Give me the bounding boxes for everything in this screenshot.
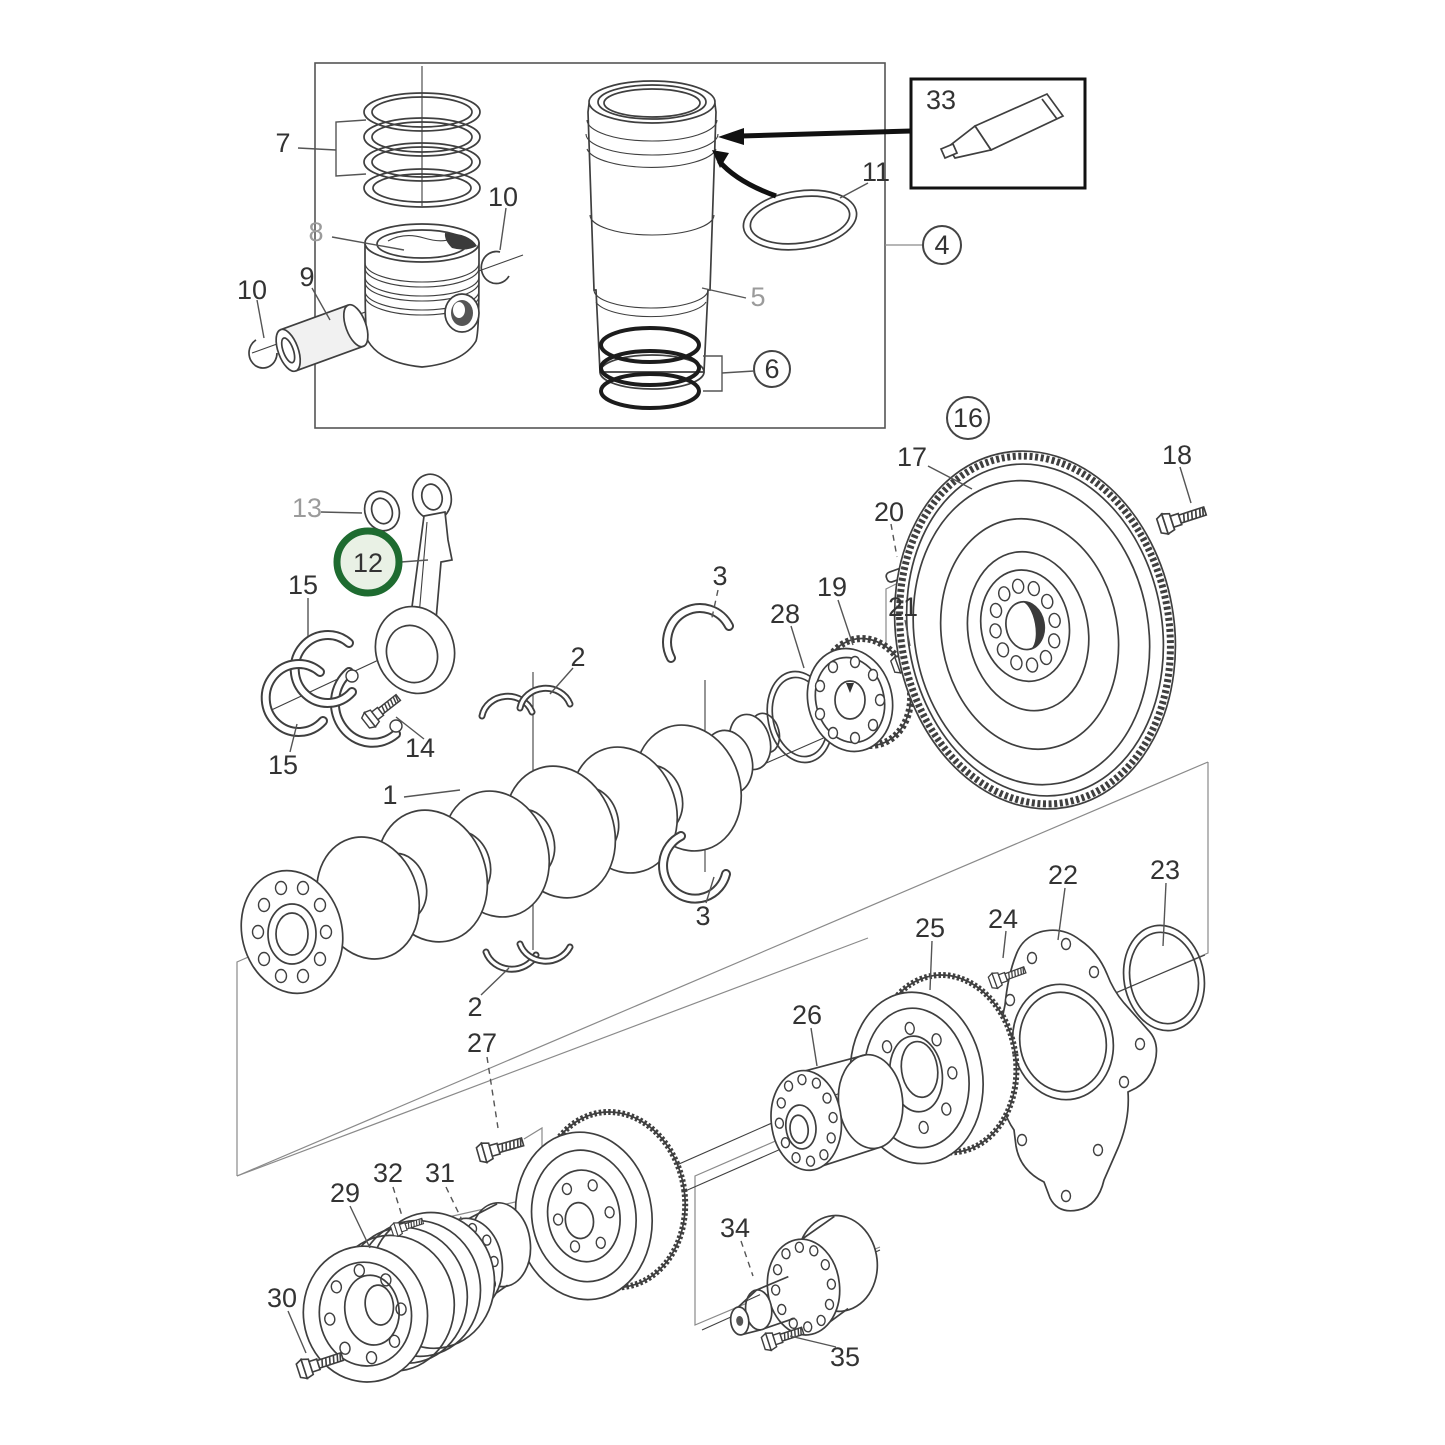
thrust-washers-upper: [478, 684, 574, 720]
part-label-22: 22: [1048, 860, 1078, 890]
belt-pulley: [302, 1211, 496, 1383]
part-label-10-left: 10: [237, 275, 267, 305]
part-label-20: 20: [874, 497, 904, 527]
circlip-right: [480, 250, 510, 285]
flywheel-bolt-holes: [989, 578, 1061, 673]
small-end-bushing: [363, 490, 401, 532]
damper-pulley: [514, 1108, 689, 1301]
part-label-35: 35: [830, 1342, 860, 1372]
part-label-2-bottom: 2: [467, 992, 482, 1022]
callout-circle-4: [922, 225, 962, 265]
circlip-left: [248, 339, 278, 369]
main-shells-upper: [662, 603, 734, 663]
part-label-19: 19: [817, 572, 847, 602]
part-label-4: 4: [934, 230, 949, 260]
part-label-9: 9: [299, 262, 314, 292]
part-label-5: 5: [750, 282, 765, 312]
main-shells-lower: [658, 831, 731, 904]
part-label-6: 6: [764, 354, 779, 384]
leader-lines: [256, 119, 1192, 1354]
sealant-apply-arrows: [712, 128, 912, 199]
part-label-29: 29: [330, 1178, 360, 1208]
part-label-1: 1: [382, 780, 397, 810]
part-label-8: 8: [308, 217, 323, 247]
part-label-15-bottom: 15: [268, 750, 298, 780]
part-label-34: 34: [720, 1213, 750, 1243]
part-label-25: 25: [915, 913, 945, 943]
flywheel-bolt: [1154, 500, 1210, 537]
part-labels: 7 8 10 9 10 11 5 6 33 4 16 17 18 20 21 1…: [237, 85, 1192, 1372]
part-label-11: 11: [862, 157, 890, 187]
part-label-12[interactable]: 12: [353, 548, 383, 578]
rear-seal-ring: [1122, 924, 1206, 1032]
callout-circle-6: [753, 350, 791, 388]
part-label-16: 16: [953, 403, 983, 433]
piston-pin: [275, 303, 369, 373]
callout-circle-16: [946, 396, 990, 440]
crank-gear: [806, 635, 915, 753]
part-label-31: 31: [425, 1158, 455, 1188]
part-label-32: 32: [373, 1158, 403, 1188]
cylinder-liner: [585, 80, 719, 390]
bigend-bearing-shells: [260, 629, 357, 737]
flywheel: [893, 450, 1177, 810]
liner-oring: [742, 189, 858, 251]
thrust-washers-lower: [482, 940, 574, 973]
part-label-33: 33: [926, 85, 956, 115]
piston: [364, 223, 480, 368]
part-label-13: 13: [292, 493, 322, 523]
crank-flange-holes: [251, 880, 333, 984]
part-label-26: 26: [792, 1000, 822, 1030]
part-label-2-top: 2: [570, 642, 585, 672]
piston-ring-set: [363, 92, 481, 208]
part-label-24: 24: [988, 904, 1018, 934]
connecting-rod: [329, 473, 456, 748]
highlighted-callout-12[interactable]: [333, 527, 403, 597]
part-label-17: 17: [897, 442, 927, 472]
part-label-18: 18: [1162, 440, 1192, 470]
part-label-23: 23: [1150, 855, 1180, 885]
adapter-hub: [729, 1214, 879, 1336]
part-label-27: 27: [467, 1028, 497, 1058]
liner-seal-rings: [599, 326, 701, 410]
part-label-28: 28: [770, 599, 800, 629]
part-label-7: 7: [275, 128, 290, 158]
damper-bolt: [474, 1131, 527, 1165]
part-label-30: 30: [267, 1283, 297, 1313]
part-label-3-bottom: 3: [695, 901, 710, 931]
damper-hub: [770, 1053, 904, 1172]
part-label-15-top: 15: [288, 570, 318, 600]
crankshaft: [240, 712, 781, 995]
seal-retainer: [997, 929, 1158, 1212]
part-label-10-right: 10: [488, 182, 518, 212]
part-label-3-top: 3: [712, 561, 727, 591]
sealant-tube: [939, 92, 1065, 160]
part-label-14: 14: [405, 733, 435, 763]
part-label-21: 21: [888, 592, 918, 622]
